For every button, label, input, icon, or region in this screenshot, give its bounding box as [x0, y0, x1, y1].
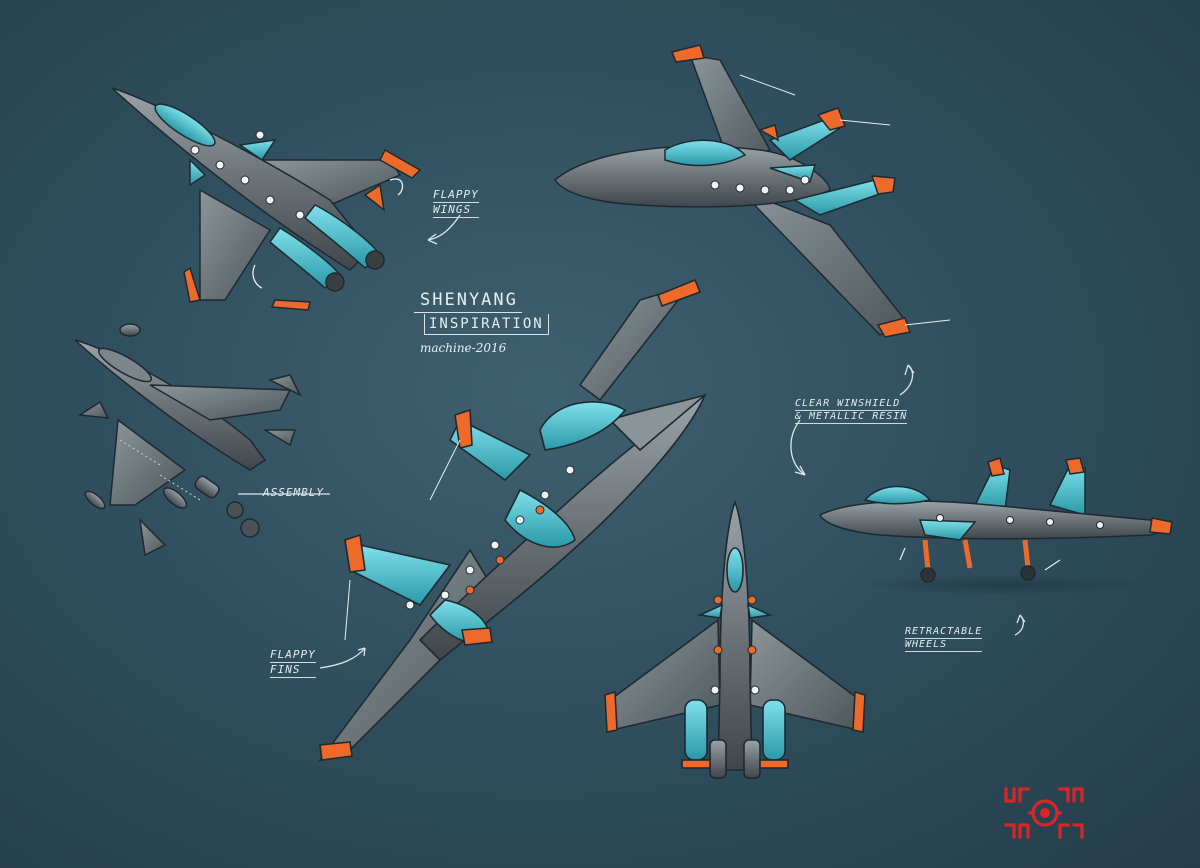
label-clear-windshield: CLEAR WINSHIELD & METALLIC RESIN — [795, 398, 908, 424]
label-retractable-wheels: RETRACTABLE WHEELS — [905, 626, 983, 652]
plane-exploded-assembly — [74, 323, 302, 557]
label-flappy-wings: FLAPPY WINGS — [433, 188, 479, 218]
artist-logo-icon — [1004, 787, 1084, 839]
plane-top-down-view — [604, 499, 866, 779]
plane-side-view — [818, 457, 1173, 595]
label-flappy-fins: FLAPPY FINS — [270, 648, 316, 678]
label-assembly: ASSEMBLY — [263, 486, 324, 499]
sheet-title: SHENYANG INSPIRATION machine-2016 — [414, 290, 554, 355]
title-line-1: SHENYANG — [414, 290, 522, 313]
annotation-arrows — [238, 214, 1026, 669]
plane-hero-diagonal — [318, 278, 707, 762]
plane-top-view — [111, 87, 422, 311]
plane-three-quarter-view — [554, 44, 951, 338]
artist-signature: machine-2016 — [420, 341, 507, 355]
title-line-2: INSPIRATION — [424, 314, 549, 335]
